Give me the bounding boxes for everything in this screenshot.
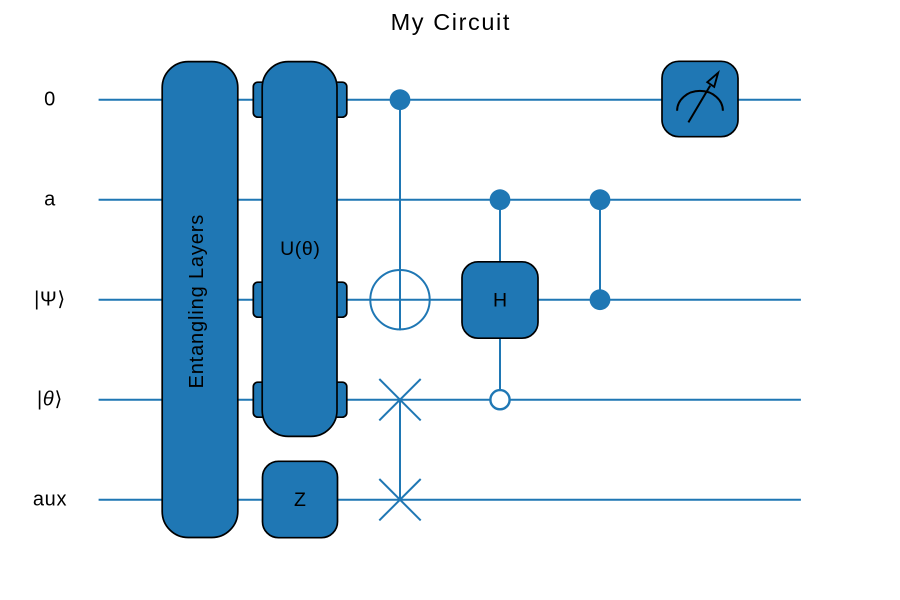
- svg-text:0: 0: [44, 89, 56, 111]
- svg-text:aux: aux: [33, 489, 67, 511]
- svg-text:Entangling Layers: Entangling Layers: [186, 214, 208, 389]
- svg-text:a: a: [44, 189, 56, 211]
- svg-text:|θ⟩: |θ⟩: [37, 389, 63, 411]
- svg-text:Z: Z: [294, 489, 306, 511]
- svg-text:|Ψ⟩: |Ψ⟩: [34, 289, 66, 311]
- svg-text:U(θ): U(θ): [280, 238, 320, 260]
- svg-text:My Circuit: My Circuit: [391, 9, 511, 35]
- svg-text:H: H: [493, 289, 507, 311]
